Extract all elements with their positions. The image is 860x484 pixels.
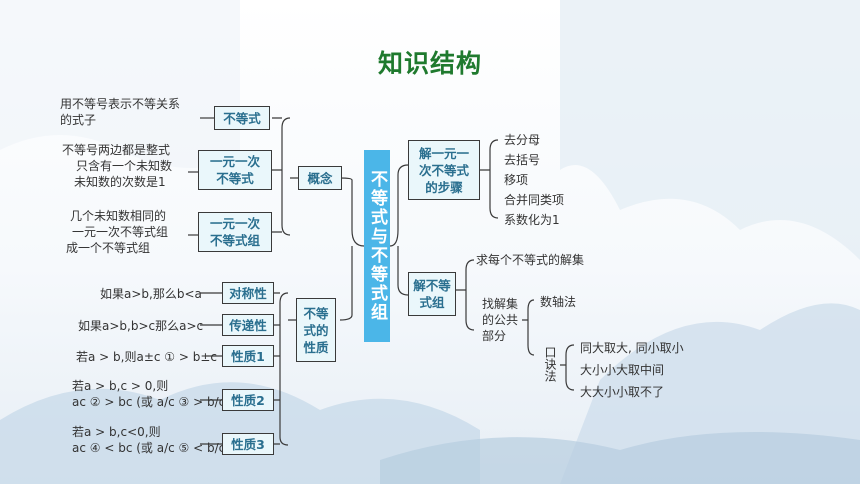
linear-system-box: 一元一次不等式组 [198,212,272,252]
properties-label: 不等式的性质 [303,305,329,355]
desc-line: 只含有一个未知数 [76,159,173,173]
property1-desc: 若a > b,则a±c ① > b±c [76,350,218,364]
mnemonic-method: 口诀法 [543,346,557,382]
step-4: 合并同类项 [504,193,565,207]
desc-line: 未知数的次数是1 [74,175,166,189]
number-line-method: 数轴法 [540,295,577,309]
transitivity-box: 传递性 [222,314,274,336]
desc-line: ac ② > bc (或 a/c ③ > b/c) [72,395,230,409]
box-label: 一元一次不等式组 [209,216,260,248]
linear-inequality-box: 一元一次不等式 [198,150,272,190]
step-3: 移项 [504,173,529,187]
desc-line: 几个未知数相同的 [70,209,167,223]
step-1: 去分母 [504,133,541,147]
mnemonic-1: 同大取大, 同小取小 [580,341,684,355]
box-label: 性质3 [231,436,265,452]
box-label: 解不等式组 [413,278,451,310]
desc-line: 若a > b,c<0,则 [72,425,161,439]
desc-line: 不等号两边都是整式 [62,143,171,157]
page-title: 知识结构 [377,49,482,78]
desc-line: 用不等号表示不等关系 [60,97,181,111]
concept-desc-2: 不等号两边都是整式 只含有一个未知数 未知数的次数是1 [62,142,172,190]
step-5: 系数化为1 [504,213,560,227]
property3-box: 性质3 [222,433,274,455]
concept-desc-1: 用不等号表示不等关系 的式子 [60,96,180,128]
box-label: 不等式 [223,110,261,126]
concept-label: 概念 [307,170,333,186]
properties-node: 不等式的性质 [296,298,336,362]
concept-node: 概念 [298,166,342,190]
box-label: 性质2 [231,392,265,408]
property3-desc: 若a > b,c<0,则 ac ④ < bc (或 a/c ⑤ < b/c) [72,424,230,456]
desc-line: 一元一次不等式组 [72,225,169,239]
box-label: 传递性 [229,317,267,333]
solve-system-box: 解不等式组 [408,272,456,316]
desc-line: 成一个不等式组 [66,241,151,255]
property1-box: 性质1 [222,345,274,367]
mnemonic-3: 大大小小取不了 [580,385,665,399]
solve-steps-box: 解一元一次不等式的步骤 [408,140,480,200]
box-label: 性质1 [231,348,265,364]
desc-line: 若a > b,c > 0,则 [72,379,169,393]
center-topic: 不等式与不等式组 [364,150,390,342]
property2-box: 性质2 [222,389,274,411]
box-label: 一元一次不等式 [209,154,260,186]
symmetry-box: 对称性 [222,282,274,304]
step-2: 去括号 [504,153,541,167]
system-first: 求每个不等式的解集 [476,253,585,267]
symmetry-desc: 如果a>b,那么b<a [100,287,202,301]
mnemonic-2: 大小小大取中间 [580,363,665,377]
concept-desc-3: 几个未知数相同的 一元一次不等式组 成一个不等式组 [66,208,168,256]
desc-line: ac ④ < bc (或 a/c ⑤ < b/c) [72,441,230,455]
box-label: 对称性 [229,285,267,301]
box-label: 解一元一次不等式的步骤 [418,145,469,195]
inequality-box: 不等式 [214,106,270,130]
system-find: 找解集的公共部分 [482,297,519,343]
transitivity-desc: 如果a>b,b>c那么a>c [78,319,204,333]
property2-desc: 若a > b,c > 0,则 ac ② > bc (或 a/c ③ > b/c) [72,378,230,410]
desc-line: 的式子 [60,113,97,127]
